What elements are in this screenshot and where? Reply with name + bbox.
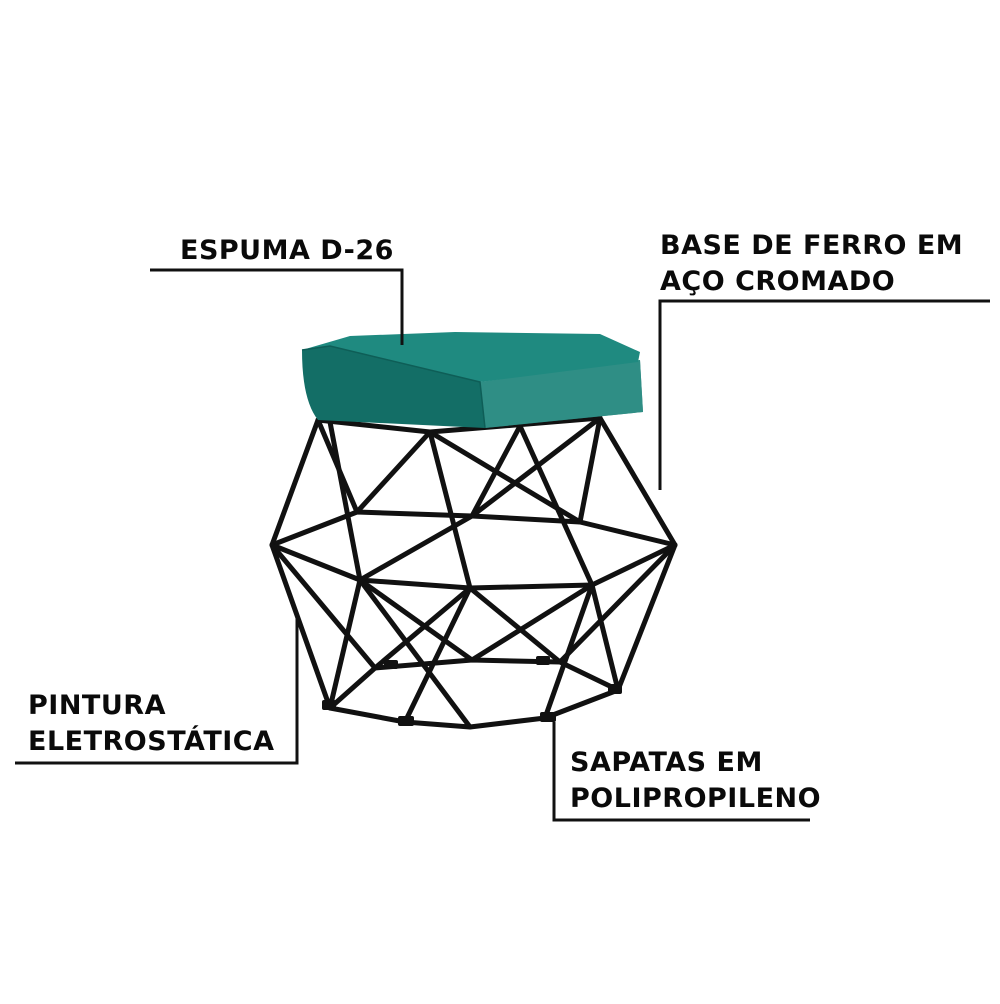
feet-label: SAPATAS EM POLIPROPILENO xyxy=(570,745,821,817)
wire-frame xyxy=(269,415,678,730)
feet-label-line-1: SAPATAS EM xyxy=(570,747,763,778)
paint-label: PINTURA ELETROSTÁTICA xyxy=(28,688,275,760)
base-label: BASE DE FERRO EM AÇO CROMADO xyxy=(660,228,963,300)
leader-line-feet xyxy=(552,722,810,822)
polypropylene-feet xyxy=(322,656,622,726)
base-label-line-1: BASE DE FERRO EM xyxy=(660,230,964,261)
foam-label: ESPUMA D-26 xyxy=(180,233,394,269)
feet-label-line-2: POLIPROPILENO xyxy=(570,783,822,814)
leader-line-paint xyxy=(15,615,299,765)
base-label-line-2: AÇO CROMADO xyxy=(660,266,896,297)
leader-line-foam xyxy=(150,268,404,345)
foam-label-line: ESPUMA D-26 xyxy=(180,235,394,266)
paint-label-line-2: ELETROSTÁTICA xyxy=(28,726,275,757)
seat-cushion xyxy=(301,332,643,429)
leader-line-base xyxy=(658,299,990,490)
paint-label-line-1: PINTURA xyxy=(28,690,166,721)
leader-lines xyxy=(15,268,990,822)
